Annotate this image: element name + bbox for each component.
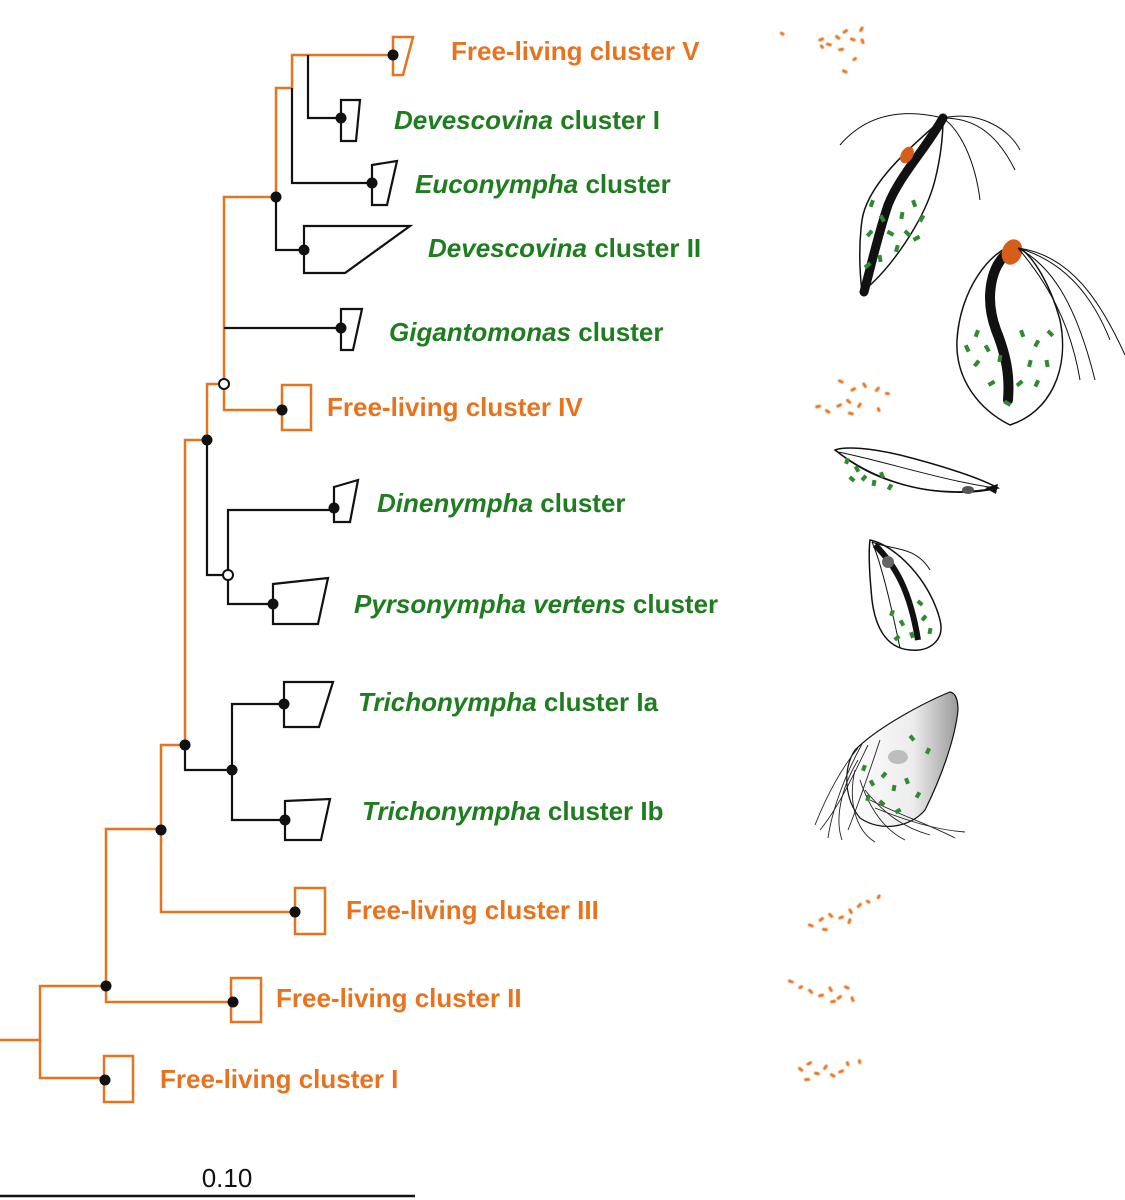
- node-dot: [335, 322, 347, 334]
- node-open-dot: [218, 378, 230, 390]
- node-open-dot: [222, 569, 234, 581]
- gigantomonas-protist-illustration: [956, 239, 1125, 426]
- symbiont-branches: [183, 55, 414, 842]
- label-free-living-v: Free-living cluster V: [451, 36, 700, 66]
- label-dinenympha: Dinenympha cluster: [377, 488, 626, 518]
- free-living-bacteria-illustrations: [779, 26, 890, 1082]
- scale-bar: 0.10: [0, 1163, 415, 1198]
- bacteria-cluster-iii-illustration: [807, 894, 881, 932]
- clade-box-euconympha: [370, 159, 399, 207]
- bacteria-cluster-v-illustration: [779, 26, 865, 74]
- node-dot: [227, 996, 239, 1008]
- node-dot: [99, 1074, 111, 1086]
- label-devescovina-ii: Devescovina cluster II: [428, 233, 701, 263]
- cluster-labels: Free-living cluster V Devescovina cluste…: [160, 36, 718, 1094]
- tree-nodes-open: [218, 378, 234, 581]
- label-free-living-ii: Free-living cluster II: [276, 983, 522, 1013]
- node-dot: [226, 764, 238, 776]
- scale-bar-label: 0.10: [202, 1163, 253, 1193]
- clade-box-dinenympha: [332, 478, 360, 524]
- clade-box-gigantomonas: [339, 307, 364, 352]
- clade-box-devescovina-i: [339, 98, 362, 143]
- trichonympha-protist-illustration: [814, 691, 966, 843]
- tree-nodes: [99, 49, 399, 1086]
- node-dot: [155, 824, 167, 836]
- bacteria-cluster-i-illustration: [798, 1059, 862, 1082]
- node-dot: [100, 980, 112, 992]
- node-dot: [276, 404, 288, 416]
- bacteria-cluster-iv-illustration: [815, 379, 890, 416]
- node-dot: [179, 739, 191, 751]
- label-trichonympha-ib: Trichonympha cluster Ib: [362, 796, 664, 826]
- label-devescovina-i: Devescovina cluster I: [394, 105, 660, 135]
- clade-box-trichonympha-ib: [283, 797, 332, 842]
- label-free-living-iv: Free-living cluster IV: [327, 392, 583, 422]
- node-dot: [278, 698, 290, 710]
- label-free-living-i: Free-living cluster I: [160, 1064, 398, 1094]
- node-dot: [201, 434, 213, 446]
- label-gigantomonas: Gigantomonas cluster: [389, 317, 664, 347]
- node-dot: [270, 191, 282, 203]
- node-dot: [366, 177, 378, 189]
- node-dot: [267, 598, 279, 610]
- devescovina-protist-illustration: [839, 113, 1021, 297]
- dinenympha-protist-illustration: [833, 447, 1001, 494]
- label-trichonympha-ia: Trichonympha cluster Ia: [358, 687, 659, 717]
- node-dot: [298, 244, 310, 256]
- clade-box-free-living-v: [391, 35, 415, 77]
- node-dot: [387, 49, 399, 61]
- label-free-living-iii: Free-living cluster III: [346, 895, 599, 925]
- node-dot: [328, 502, 340, 514]
- clade-box-pyrsonympha: [271, 576, 330, 626]
- pyrsonympha-protist-illustration: [868, 539, 942, 651]
- label-pyrsonympha: Pyrsonympha vertens cluster: [354, 589, 718, 619]
- clade-box-devescovina-ii: [302, 224, 414, 275]
- node-dot: [335, 112, 347, 124]
- bacteria-cluster-ii-illustration: [787, 979, 855, 1004]
- node-dot: [289, 906, 301, 918]
- label-euconympha: Euconympha cluster: [415, 169, 671, 199]
- clade-box-trichonympha-ia: [282, 680, 335, 729]
- node-dot: [279, 814, 291, 826]
